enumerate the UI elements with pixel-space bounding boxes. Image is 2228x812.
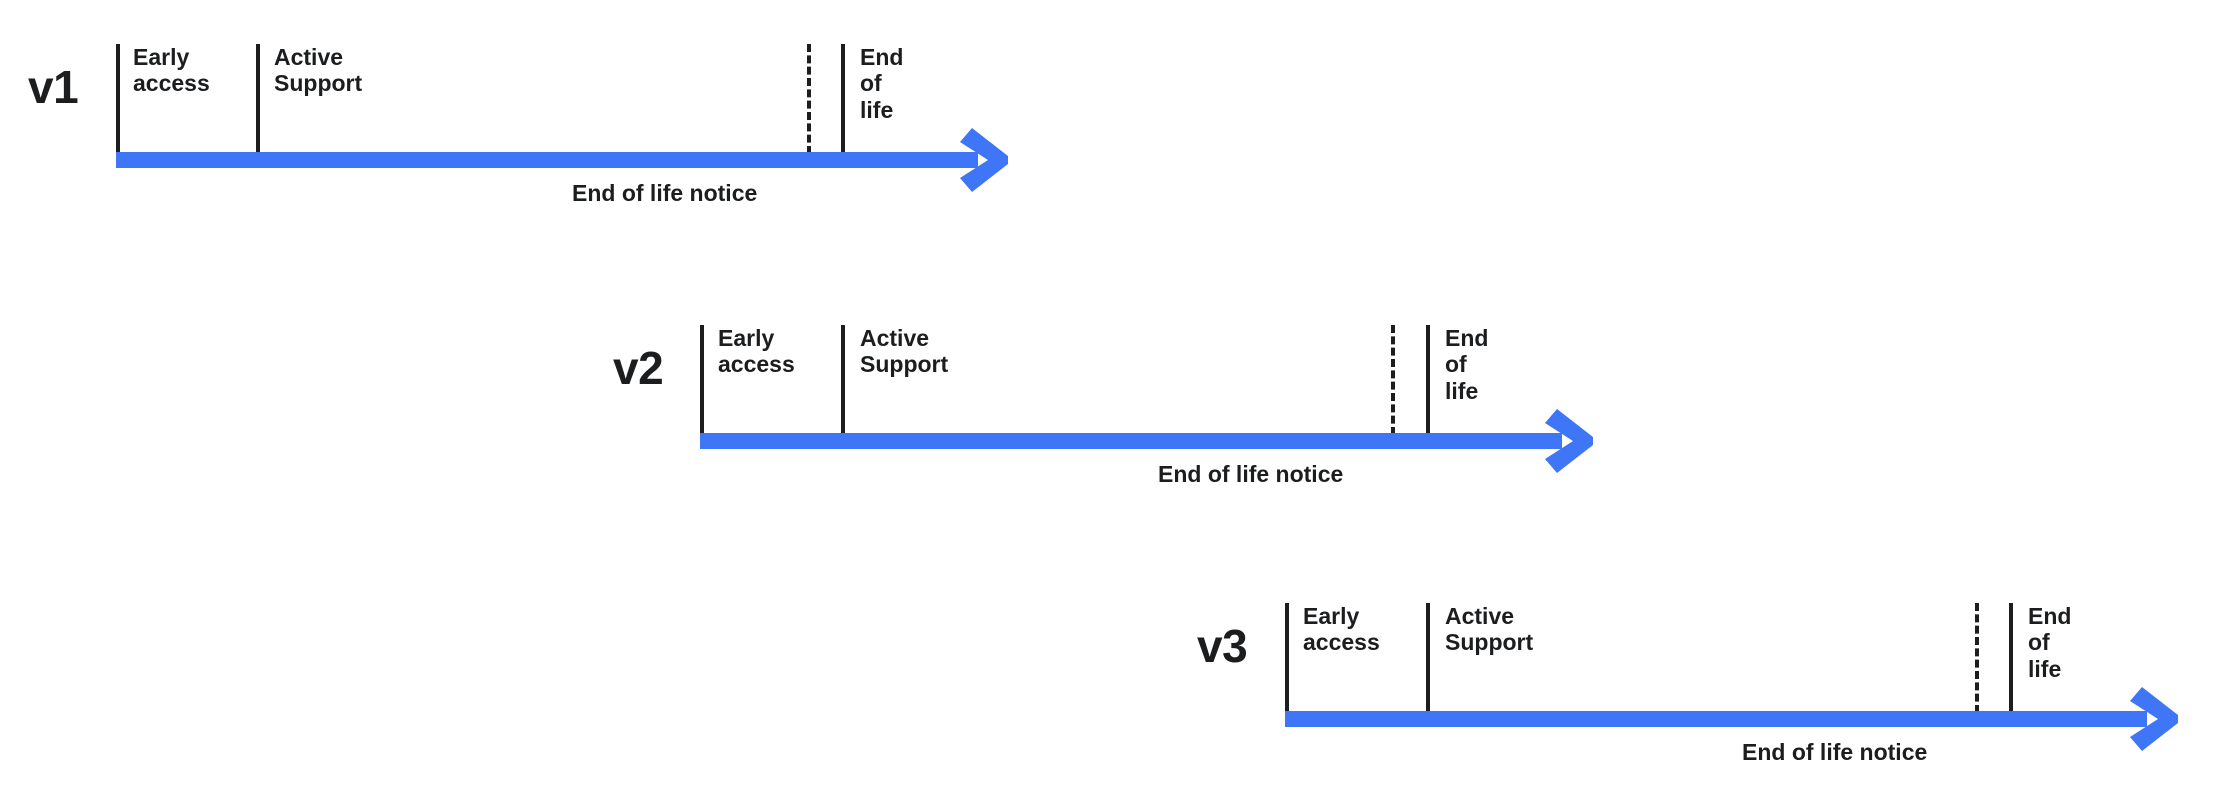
eol-notice-label-v2: End of life notice [1158, 461, 1344, 487]
phase-label-active-support-v3: Active Support [1445, 603, 1534, 656]
version-label-v2: v2 [613, 342, 664, 394]
timeline-arrow-icon-v2 [1545, 409, 1615, 473]
phase-divider-end-of-life-start-v3 [2009, 603, 2013, 713]
timeline-arrow-icon-v3 [2130, 687, 2200, 751]
phase-divider-end-of-life-start-v1 [841, 44, 845, 154]
phase-divider-active-support-start-v3 [1426, 603, 1430, 713]
phase-label-early-access-v3: Early access [1303, 603, 1380, 656]
eol-notice-label-v3: End of life notice [1742, 739, 1928, 765]
phase-divider-end-of-life-start-v2 [1426, 325, 1430, 435]
version-label-v3: v3 [1197, 620, 1248, 672]
phase-divider-early-access-start-v3 [1285, 603, 1289, 713]
version-label-v1: v1 [28, 61, 79, 113]
phase-divider-active-support-start-v1 [256, 44, 260, 154]
timeline-arrow-icon-v1 [960, 128, 1030, 192]
eol-notice-divider-v2 [1391, 325, 1395, 435]
eol-notice-label-v1: End of life notice [572, 180, 758, 206]
timeline-bar-v2 [700, 433, 1562, 449]
phase-label-early-access-v2: Early access [718, 325, 795, 378]
eol-notice-divider-v1 [807, 44, 811, 154]
phase-divider-early-access-start-v1 [116, 44, 120, 154]
phase-label-end-of-life-v1: End of life [860, 44, 904, 123]
timeline-bar-v3 [1285, 711, 2147, 727]
phase-label-active-support-v1: Active Support [274, 44, 363, 97]
phase-label-end-of-life-v3: End of life [2028, 603, 2072, 682]
eol-notice-divider-v3 [1975, 603, 1979, 713]
phase-divider-early-access-start-v2 [700, 325, 704, 435]
phase-label-end-of-life-v2: End of life [1445, 325, 1489, 404]
timeline-bar-v1 [116, 152, 978, 168]
phase-divider-active-support-start-v2 [841, 325, 845, 435]
phase-label-early-access-v1: Early access [133, 44, 210, 97]
phase-label-active-support-v2: Active Support [860, 325, 949, 378]
